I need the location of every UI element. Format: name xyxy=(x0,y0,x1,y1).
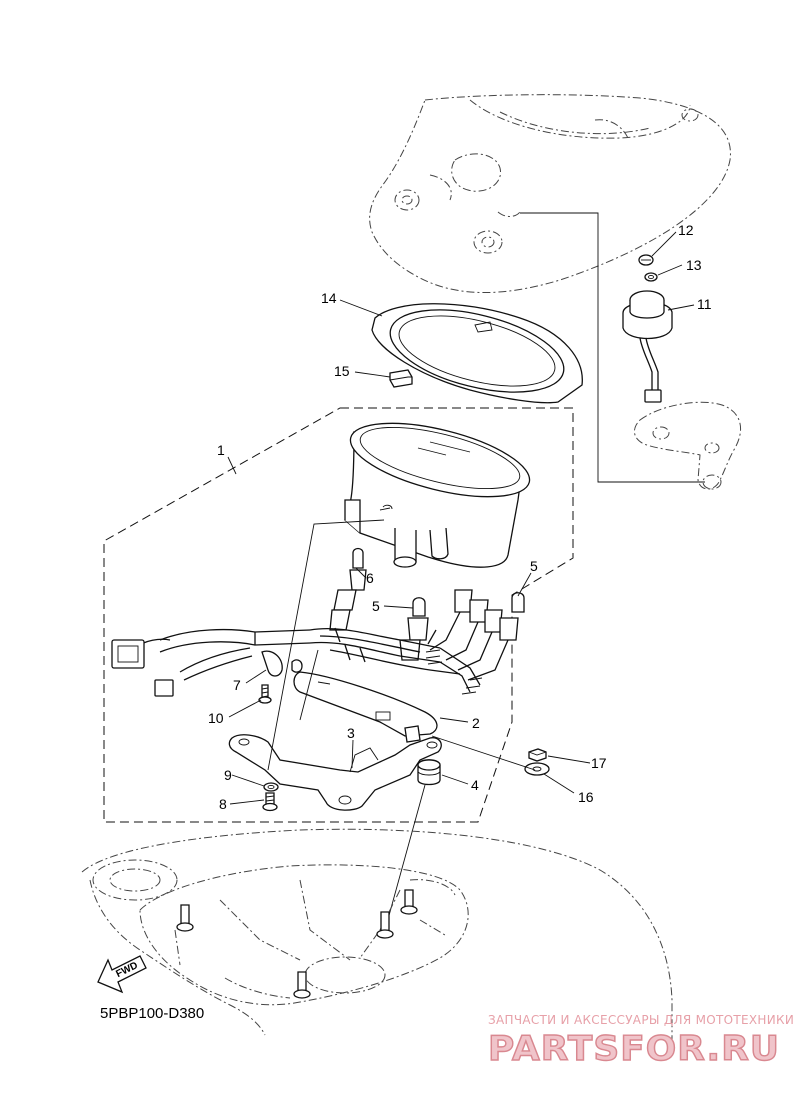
watermark: ЗАПЧАСТИ И АКСЕССУАРЫ ДЛЯ МОТОТЕХНИКИ PA… xyxy=(487,1013,794,1070)
callout-10: 10 xyxy=(208,710,224,726)
leader-meter-bracket xyxy=(267,519,385,771)
switch-assembly xyxy=(622,254,673,403)
assembly-outline xyxy=(103,407,574,823)
callout-14: 14 xyxy=(321,290,337,306)
right-bracket-ghost xyxy=(634,401,742,490)
screw-8-washer-9 xyxy=(262,782,279,812)
callout-3: 3 xyxy=(347,725,355,741)
leader-cowl-bracket xyxy=(520,212,705,483)
washer-16-nut-17 xyxy=(524,748,550,776)
callout-12: 12 xyxy=(678,222,694,238)
diagram-code: 5PBP100-D380 xyxy=(100,1005,204,1022)
clip-15 xyxy=(389,369,413,388)
grommet-4 xyxy=(417,759,441,786)
mounting-plate xyxy=(293,671,438,737)
callout-11: 11 xyxy=(697,296,712,312)
callout-16: 16 xyxy=(578,789,594,805)
lower-cowl-ghost xyxy=(81,828,673,1040)
callout-15: 15 xyxy=(334,363,350,379)
headlight-cowl-ghost xyxy=(369,94,731,294)
callout-5b: 5 xyxy=(372,598,380,614)
callout-5a: 5 xyxy=(530,558,538,574)
callout-2: 2 xyxy=(472,715,480,731)
callout-1: 1 xyxy=(217,442,225,458)
callout-7: 7 xyxy=(233,677,241,693)
bulb-sockets xyxy=(329,547,525,681)
screw-10 xyxy=(258,684,272,704)
meter-body xyxy=(344,422,531,568)
cowl-studs xyxy=(176,889,418,999)
callout-numbers: 1 2 3 4 5 5 6 7 8 9 10 11 12 13 14 15 16… xyxy=(208,222,712,812)
callout-13: 13 xyxy=(686,257,702,273)
callout-leaders xyxy=(227,231,695,805)
support-bracket xyxy=(228,725,442,811)
watermark-brand: PARTSFOR.RU xyxy=(488,1029,780,1069)
callout-17: 17 xyxy=(591,755,607,771)
fwd-arrow-icon: FWD xyxy=(97,955,147,994)
watermark-tagline: ЗАПЧАСТИ И АКСЕССУАРЫ ДЛЯ МОТОТЕХНИКИ xyxy=(488,1013,794,1027)
wiring-harness xyxy=(111,627,483,697)
leader-plate-washer xyxy=(431,735,536,771)
callout-4: 4 xyxy=(471,777,479,793)
bezel-ring xyxy=(371,303,583,404)
leader-harness xyxy=(299,649,319,721)
callout-8: 8 xyxy=(219,796,227,812)
callout-9: 9 xyxy=(224,767,232,783)
callout-6: 6 xyxy=(366,570,374,586)
